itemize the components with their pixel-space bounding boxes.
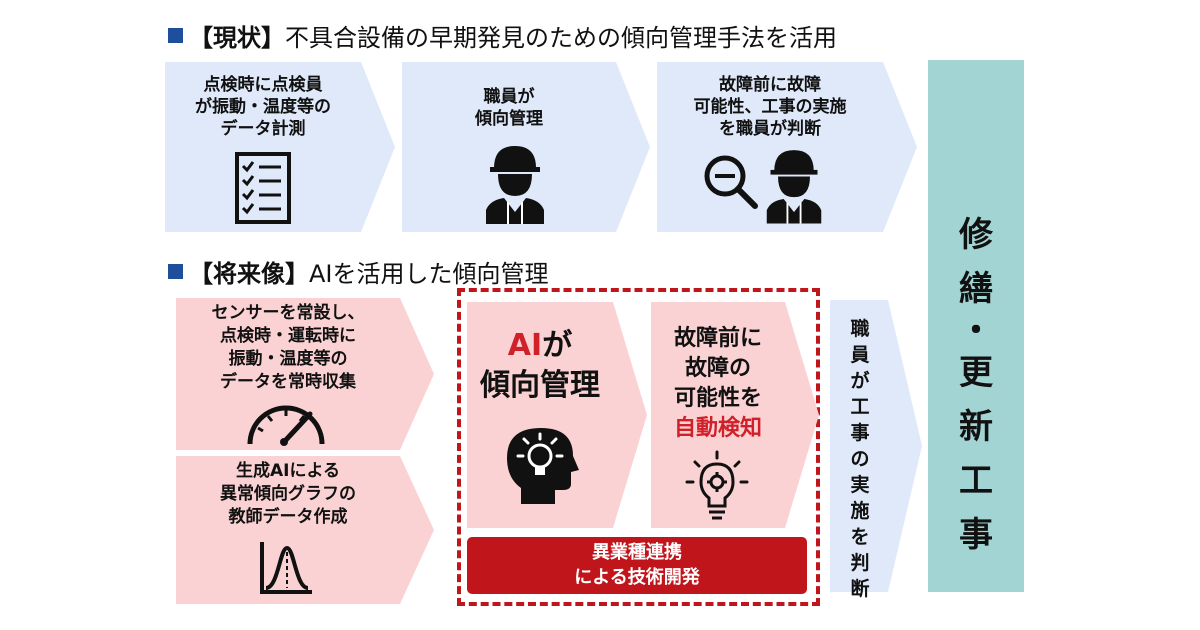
vertical-char: 施: [850, 500, 870, 522]
ai-collaboration-frame: [457, 288, 820, 606]
current-step-measure-text: 点検時に点検員 が振動・温度等の データ計測: [195, 75, 331, 139]
idea-gear-bulb-icon: [685, 450, 749, 520]
vertical-char: 員: [850, 344, 870, 366]
future-step-genai: 生成AIによる 異常傾向グラフの 教師データ作成: [176, 456, 434, 604]
future-step-sensor: センサーを常設し、 点検時・運転時に 振動・温度等の データを常時収集: [176, 298, 434, 450]
future-heading: 【将来像】 AIを活用した傾向管理: [168, 254, 549, 289]
ai-head-lightbulb-icon: [507, 428, 579, 504]
vertical-char: 事: [850, 422, 870, 444]
current-heading-bracket: 【現状】: [189, 24, 285, 52]
future-step-auto-detect: 故障前に 故障の 可能性を 自動検知: [651, 302, 819, 528]
arrow-shape: [176, 298, 434, 450]
arrow-shape: [402, 62, 650, 232]
arrow-shape: [176, 456, 434, 604]
arrow-shape: [165, 62, 395, 232]
vertical-char: 判: [850, 552, 870, 574]
vertical-char: の: [850, 448, 870, 470]
arrow-shape: [657, 62, 917, 232]
current-heading: 【現状】 不具合設備の早期発見のための傾向管理手法を活用: [168, 18, 837, 53]
result-text: 修 繕 ・ 更 新 工 事: [959, 215, 993, 555]
vertical-char: が: [850, 370, 870, 392]
vertical-char: 断: [850, 578, 870, 600]
heading-bullet-icon: [168, 264, 183, 279]
result-box: 修 繕 ・ 更 新 工 事: [928, 60, 1024, 592]
current-step-manage: 職員が 傾向管理: [402, 62, 650, 232]
checklist-icon: [235, 152, 291, 224]
vertical-char: 工: [850, 396, 870, 418]
bell-curve-graph-icon: [260, 542, 312, 594]
vertical-char: 実: [850, 474, 870, 496]
vertical-char: を: [850, 526, 870, 548]
staff-judge-vertical-text: 職員が工事の実施を判断: [842, 316, 878, 602]
worker-icon: [766, 150, 822, 224]
current-step-judge: 故障前に故障 可能性、工事の実施 を職員が判断: [657, 62, 917, 232]
vertical-char: 職: [850, 318, 870, 340]
gauge-icon: [247, 405, 325, 446]
current-step-judge-text: 故障前に故障 可能性、工事の実施 を職員が判断: [693, 75, 847, 139]
current-step-manage-text: 職員が 傾向管理: [475, 87, 543, 129]
future-heading-text: AIを活用した傾向管理: [309, 260, 549, 288]
cross-industry-collaboration-banner: 異業種連携 による技術開発: [467, 537, 807, 594]
current-heading-text: 不具合設備の早期発見のための傾向管理手法を活用: [285, 24, 837, 52]
future-heading-bracket: 【将来像】: [189, 260, 309, 288]
arrow-shape: [651, 302, 819, 528]
worker-icon: [486, 146, 544, 224]
arrow-shape: [830, 300, 922, 592]
heading-bullet-icon: [168, 28, 183, 43]
future-step-ai-manage-text: AIが 傾向管理: [480, 328, 600, 403]
future-step-genai-text: 生成AIによる 異常傾向グラフの 教師データ作成: [220, 461, 356, 527]
future-step-staff-judge: [830, 300, 922, 592]
future-step-sensor-text: センサーを常設し、 点検時・運転時に 振動・温度等の データを常時収集: [211, 303, 365, 392]
magnifier-icon: [704, 155, 758, 209]
current-step-measure: 点検時に点検員 が振動・温度等の データ計測: [165, 62, 395, 232]
future-step-ai-manage: AIが 傾向管理: [467, 302, 647, 528]
future-step-auto-detect-text: 故障前に 故障の 可能性を 自動検知: [673, 326, 762, 441]
